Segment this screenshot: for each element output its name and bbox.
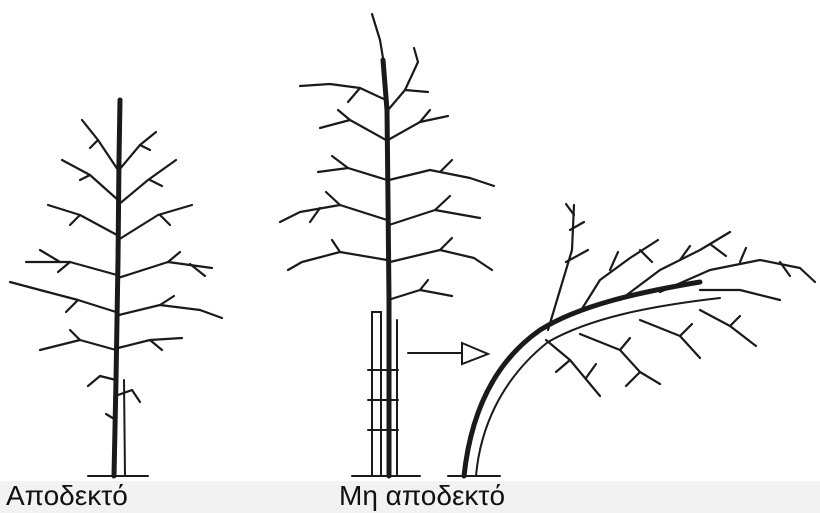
transition-arrow — [408, 343, 488, 364]
staked-tree — [280, 14, 494, 476]
trunk-middle — [383, 60, 389, 476]
branches-right — [546, 204, 815, 396]
caption-acceptable: Αποδεκτό — [6, 479, 128, 513]
trunk-right — [464, 282, 700, 476]
trunk-left-edge — [124, 380, 125, 476]
caption-not-acceptable: Μη αποδεκτό — [339, 479, 505, 513]
support-stake — [372, 312, 381, 476]
bent-tree — [448, 204, 815, 476]
trunk-right-edge — [476, 298, 720, 476]
acceptable-tree — [10, 100, 222, 476]
